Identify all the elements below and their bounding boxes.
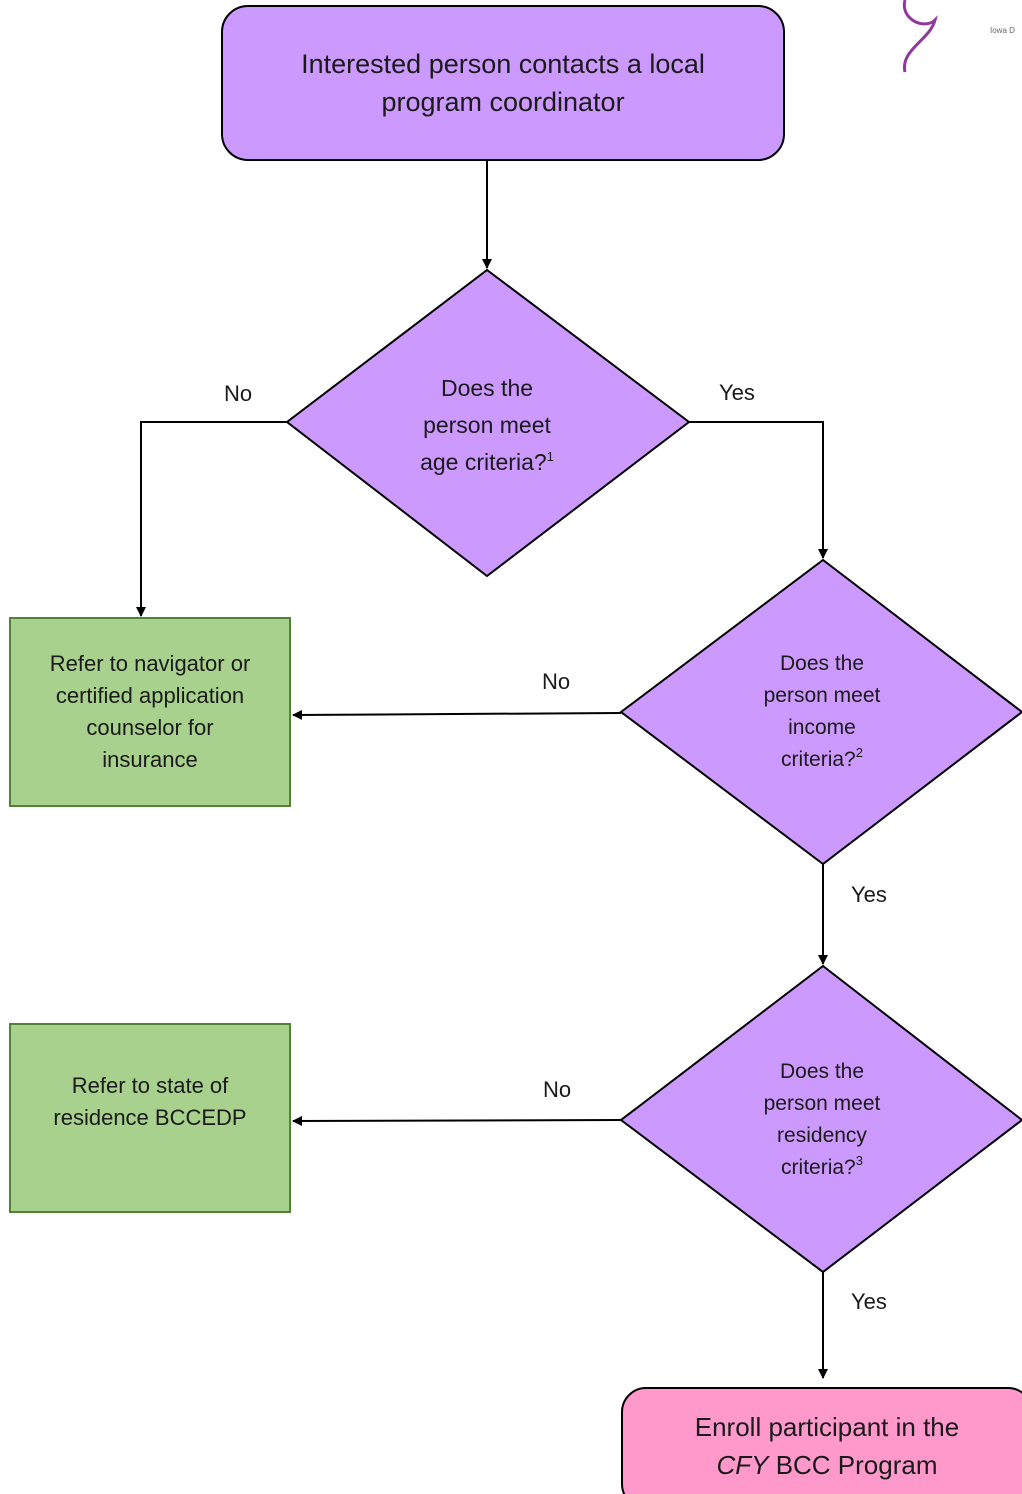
footnote-3: 3 bbox=[855, 1153, 863, 1168]
refer-navigator-line-1: Refer to navigator or bbox=[49, 651, 251, 676]
decision-residency-label: Does the person meet residency criteria?… bbox=[722, 1055, 922, 1185]
edge-label-income-no: No bbox=[542, 669, 571, 694]
decision-age-label: Does the person meet age criteria?1 bbox=[367, 370, 607, 480]
decision-income-label: Does the person meet income criteria?2 bbox=[722, 647, 922, 777]
enroll-box bbox=[621, 1387, 1022, 1494]
decision-age-line-3: age criteria?1 bbox=[420, 444, 554, 481]
refer-navigator-label: Refer to navigator or certified applicat… bbox=[10, 618, 290, 806]
decision-residency-line-2: person meet bbox=[763, 1092, 881, 1115]
logo-swirl-icon bbox=[902, 0, 938, 73]
refer-state-line-1: Refer to state of bbox=[71, 1073, 229, 1098]
enroll-line-2: CFY BCC Program bbox=[716, 1446, 937, 1484]
refer-state-line-2: residence BCCEDP bbox=[53, 1105, 247, 1130]
connector-residency-no bbox=[292, 1115, 622, 1126]
edge-label-income-yes: Yes bbox=[851, 882, 887, 907]
footnote-1: 1 bbox=[546, 448, 554, 464]
refer-navigator-box bbox=[9, 617, 291, 807]
edge-label-age-yes: Yes bbox=[719, 380, 755, 405]
connector-income-no bbox=[292, 709, 622, 720]
edge-label-residency-no: No bbox=[543, 1077, 572, 1102]
decision-residency-line-3: residency bbox=[777, 1124, 867, 1147]
connector-age-no bbox=[136, 421, 287, 617]
decision-income-question: criteria? bbox=[781, 748, 856, 771]
refer-navigator-line-4: insurance bbox=[102, 747, 198, 772]
start-line-1: Interested person contacts a local bbox=[301, 49, 705, 79]
decision-income-line-3: income bbox=[788, 716, 856, 739]
decision-residency-line-4: criteria?3 bbox=[781, 1152, 863, 1184]
decision-income-line-2: person meet bbox=[763, 684, 881, 707]
decision-age-question: age criteria? bbox=[420, 448, 547, 475]
start-line-2: program coordinator bbox=[381, 87, 625, 117]
enroll-line-1: Enroll participant in the bbox=[694, 1412, 960, 1442]
refer-navigator-line-2: certified application bbox=[55, 683, 245, 708]
footnote-2: 2 bbox=[855, 745, 863, 760]
connector-age-yes bbox=[689, 421, 828, 559]
refer-navigator-line-3: counselor for bbox=[86, 715, 214, 740]
refer-state-label: Refer to state of residence BCCEDP bbox=[10, 1024, 290, 1212]
start-box bbox=[221, 5, 785, 161]
enroll-label: Enroll participant in the CFY BCC Progra… bbox=[622, 1406, 1022, 1486]
decision-age-line-1: Does the bbox=[440, 374, 534, 401]
edge-label-age-no: No bbox=[224, 381, 253, 406]
decision-residency-question: criteria? bbox=[781, 1156, 856, 1179]
decision-age-line-2: person meet bbox=[423, 411, 551, 438]
refer-state-box bbox=[9, 1023, 291, 1213]
start-label: Interested person contacts a local progr… bbox=[222, 6, 784, 160]
edge-label-residency-yes: Yes bbox=[851, 1289, 887, 1314]
decision-income-line-4: criteria?2 bbox=[781, 744, 863, 776]
logo-caption: Iowa D bbox=[990, 26, 1015, 35]
decision-residency-line-1: Does the bbox=[779, 1060, 865, 1083]
decision-age-diamond bbox=[285, 268, 691, 578]
decision-income-line-1: Does the bbox=[779, 652, 865, 675]
enroll-program-name: BCC Program bbox=[768, 1450, 938, 1480]
enroll-program-abbrev: CFY bbox=[716, 1450, 769, 1480]
